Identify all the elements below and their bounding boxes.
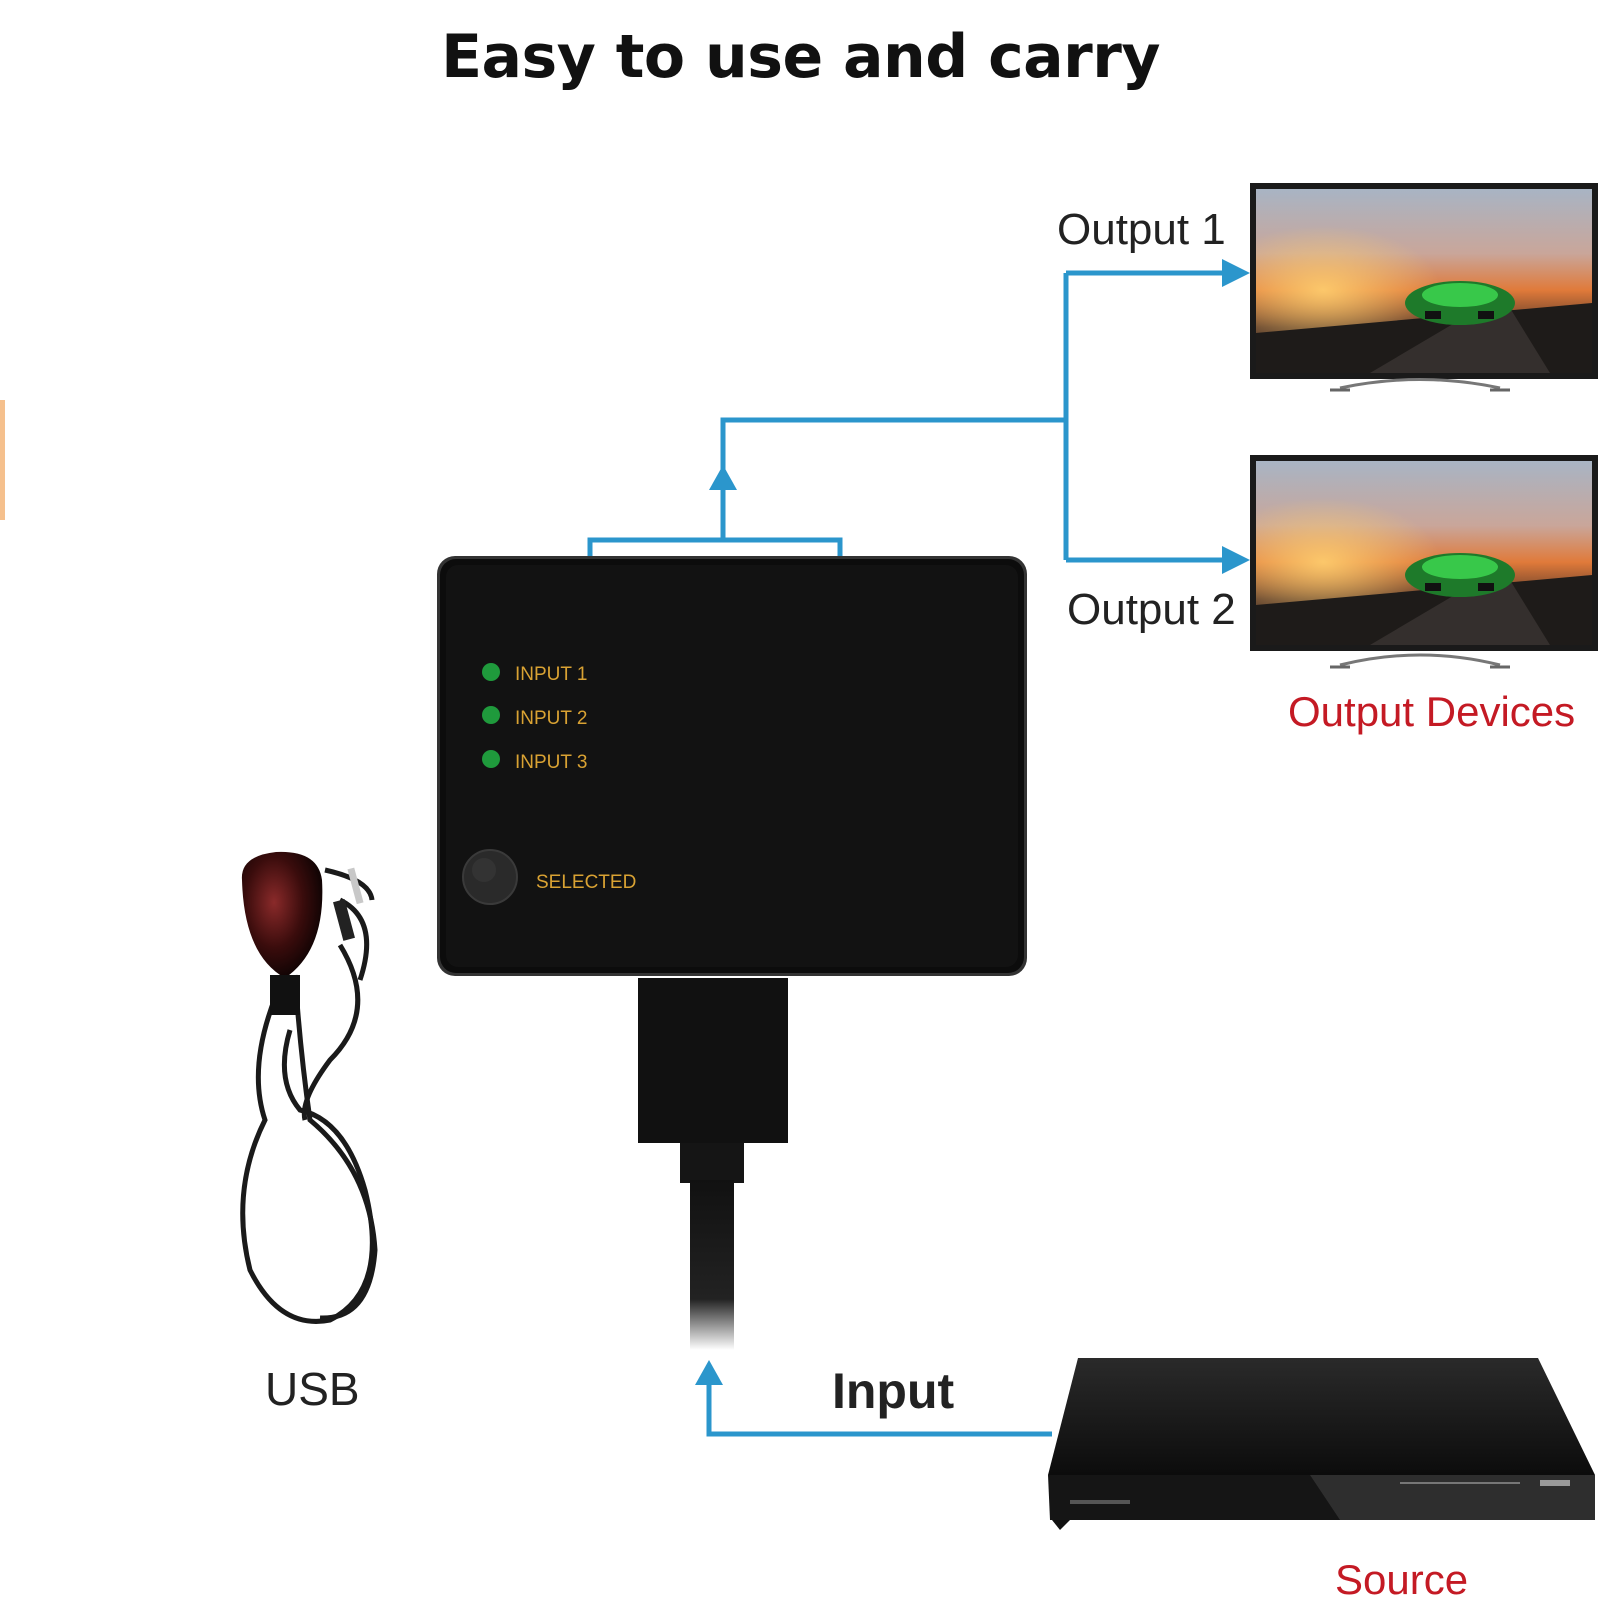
output-1-label: Output 1: [1057, 205, 1226, 254]
usb-label: USB: [265, 1363, 360, 1415]
trunk-line: [720, 417, 1066, 540]
hdmi-cable: [638, 978, 788, 1350]
input-arrow-icon: [695, 1360, 723, 1385]
output-2-label: Output 2: [1067, 585, 1236, 634]
switch-input-1-label: INPUT 1: [515, 664, 588, 685]
ir-sensor: [241, 851, 364, 1015]
switch-top-bracket: [587, 537, 843, 556]
input-label: Input: [832, 1363, 955, 1419]
output-devices-label: Output Devices: [1288, 688, 1576, 735]
output2-arrow-icon: [1222, 546, 1250, 574]
tv-output-1: [1250, 183, 1598, 392]
switch-selected-label: SELECTED: [536, 872, 636, 893]
dvd-player: [1048, 1358, 1595, 1530]
led-input-2: [482, 706, 500, 724]
switch-input-3-label: INPUT 3: [515, 752, 588, 773]
up-arrow-icon: [709, 465, 737, 490]
arrow-heads: [695, 259, 1250, 1385]
input-line: [706, 1375, 1052, 1437]
connection-lines: [587, 270, 1225, 1437]
edge-accent: [0, 400, 5, 520]
page-title: Easy to use and carry: [441, 22, 1160, 92]
tv-output-2: [1250, 455, 1598, 669]
led-input-1: [482, 663, 500, 681]
switch-input-2-label: INPUT 2: [515, 708, 588, 729]
ir-sensor-cable: [240, 867, 378, 1324]
led-input-3: [482, 750, 500, 768]
output1-arrow-icon: [1222, 259, 1250, 287]
hdmi-switch: INPUT 1 INPUT 2 INPUT 3 SELECTED: [437, 556, 1027, 976]
source-label: Source: [1335, 1556, 1469, 1603]
